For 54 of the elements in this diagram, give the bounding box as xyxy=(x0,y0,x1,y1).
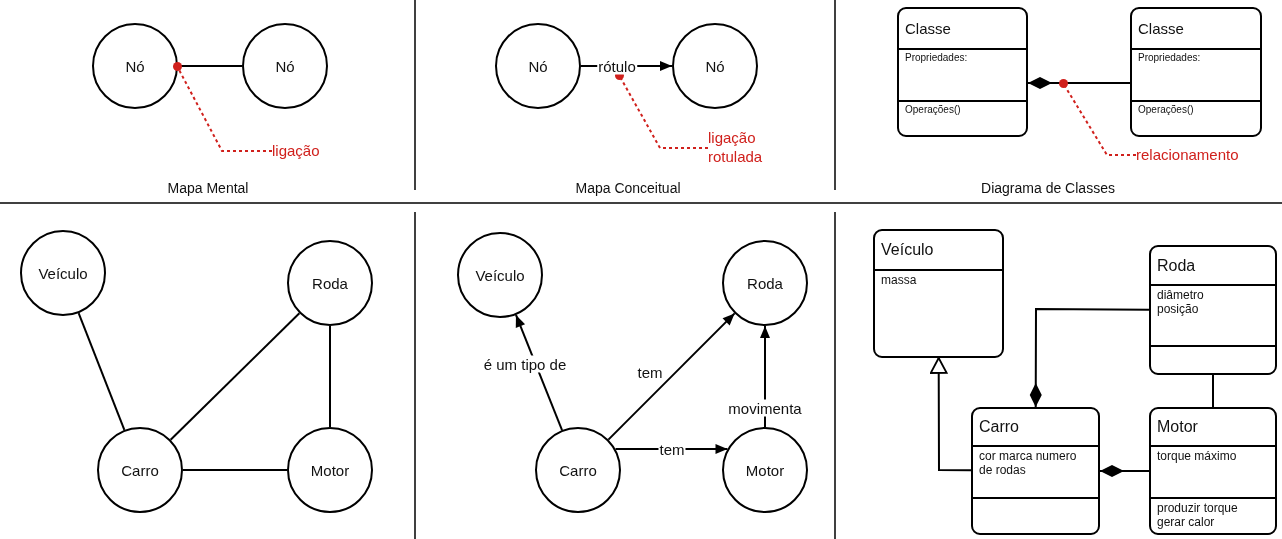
edge-label: é um tipo de xyxy=(482,355,568,373)
class-name: Classe xyxy=(1138,19,1184,38)
connection-dot xyxy=(172,61,182,71)
attribute-list: Propriedades: xyxy=(905,52,1020,64)
node-label: Roda xyxy=(747,274,783,292)
class-name: Classe xyxy=(905,19,951,38)
node-label: Nó xyxy=(528,57,548,75)
connector xyxy=(1099,465,1150,477)
class-name: Veículo xyxy=(881,240,934,260)
node-label: Carro xyxy=(559,461,597,479)
class-box xyxy=(1149,407,1277,535)
annotation-text: ligação xyxy=(272,140,338,162)
node-label: Carro xyxy=(121,461,159,479)
node-label: Motor xyxy=(745,461,785,479)
class-box xyxy=(1130,7,1262,137)
class-box xyxy=(971,407,1100,535)
class-name: Motor xyxy=(1157,417,1198,437)
connector xyxy=(1029,308,1150,408)
attribute-list: Propriedades: xyxy=(1138,52,1254,64)
connector xyxy=(77,312,126,431)
node-label: Nó xyxy=(125,57,145,75)
class-name: Carro xyxy=(979,417,1019,437)
panel-title: Mapa Mental xyxy=(167,180,249,196)
connector xyxy=(1212,374,1214,408)
panel-title: Mapa Conceitual xyxy=(575,180,681,196)
attribute-list: cor marca numero de rodas xyxy=(979,449,1092,478)
method-list: Operações() xyxy=(1138,104,1254,116)
annotation-text: ligação rotulada xyxy=(708,127,784,169)
class-name: Roda xyxy=(1157,255,1196,276)
node-label: Veículo xyxy=(38,264,88,282)
connector xyxy=(607,312,736,441)
class-box xyxy=(897,7,1028,137)
node-label: Veículo xyxy=(475,266,525,284)
connection-dot xyxy=(1058,78,1068,88)
leader-line xyxy=(178,69,273,152)
class-box xyxy=(1149,245,1277,375)
panel-title: Diagrama de Classes xyxy=(981,180,1115,196)
node-label: Roda xyxy=(312,274,348,292)
annotation-text: relacionamento xyxy=(1136,144,1268,166)
method-list: produzir torque gerar calor xyxy=(1157,501,1269,530)
connector xyxy=(929,357,972,472)
connector xyxy=(329,325,331,428)
connector xyxy=(169,312,301,441)
attribute-list: massa xyxy=(881,273,996,288)
attribute-list: diâmetro posição xyxy=(1157,288,1227,317)
method-list: Operações() xyxy=(905,104,1020,116)
node-label: Motor xyxy=(310,461,350,479)
connector xyxy=(182,469,288,471)
attribute-list: torque máximo xyxy=(1157,449,1269,464)
edge-label: movimenta xyxy=(727,399,803,417)
connector xyxy=(1027,77,1131,89)
node-label: Nó xyxy=(275,57,295,75)
node-label: Nó xyxy=(705,57,725,75)
class-box xyxy=(873,229,1004,358)
